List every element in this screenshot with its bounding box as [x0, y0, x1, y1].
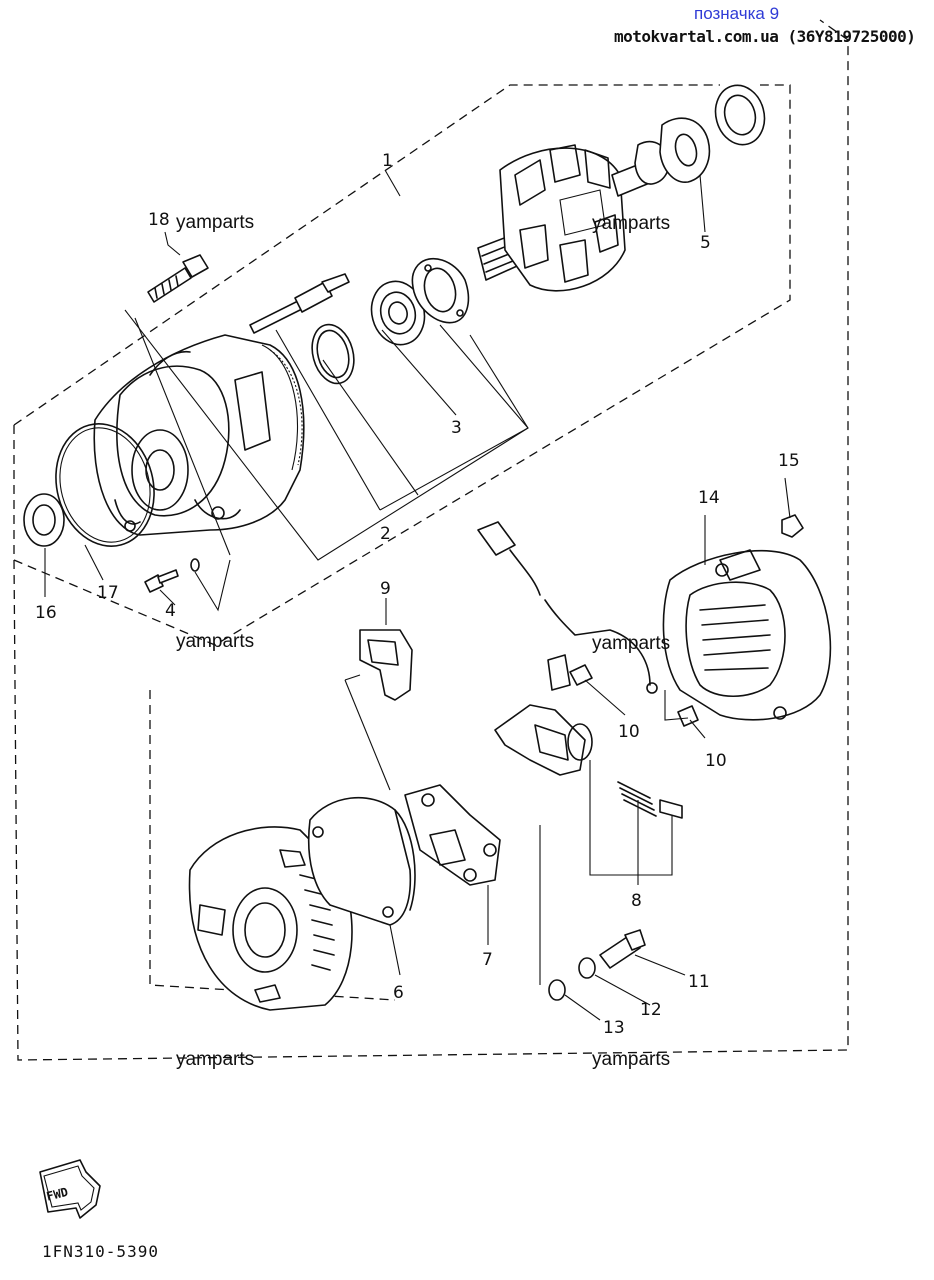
stator-housing — [307, 796, 416, 926]
leader-lines-upper — [44, 169, 706, 612]
callout-13: 13 — [603, 1018, 625, 1038]
callout-4: 4 — [165, 601, 176, 621]
callout-1: 1 — [382, 151, 393, 171]
rotor-seal — [714, 84, 766, 146]
clip-10 — [547, 654, 571, 691]
rear-cover — [188, 826, 353, 1011]
rectifier-7 — [404, 784, 501, 886]
brush-holder-9 — [359, 629, 413, 701]
watermark: yamparts — [592, 213, 671, 234]
watermark: yamparts — [176, 631, 255, 652]
front-housing — [93, 334, 305, 536]
callout-17: 17 — [97, 583, 119, 603]
callout-10b: 10 — [705, 751, 727, 771]
terminal-bracket — [494, 704, 593, 776]
end-cover-14 — [662, 549, 832, 721]
watermark: yamparts — [592, 633, 671, 654]
screw-10b — [677, 705, 699, 727]
callout-11: 11 — [688, 972, 710, 992]
screw-4 — [144, 558, 200, 593]
fwd-label: FWD — [45, 1185, 69, 1204]
callout-2: 2 — [380, 524, 391, 544]
diagram-code: 1FN310-5390 — [42, 1242, 159, 1261]
washer-12 — [578, 957, 596, 979]
leader-lines-lower — [344, 477, 791, 1021]
page-title[interactable]: позначка 9 — [694, 4, 780, 23]
assembly-outline-upper-top — [13, 84, 720, 426]
callout-5: 5 — [700, 233, 711, 253]
callout-10a: 10 — [618, 722, 640, 742]
callout-9: 9 — [380, 579, 391, 599]
watermark: yamparts — [176, 1049, 255, 1070]
assembly-outline-main — [13, 19, 849, 1061]
washer-13 — [548, 979, 566, 1001]
watermark: yamparts — [176, 212, 255, 233]
callout-15: 15 — [778, 451, 800, 471]
callout-6: 6 — [393, 983, 404, 1003]
o-ring-17 — [55, 423, 155, 547]
oil-seal-16 — [23, 493, 65, 547]
nut-15 — [781, 514, 804, 538]
wire-harness — [477, 521, 658, 694]
assembly-outline-upper — [13, 84, 791, 646]
screw-11 — [599, 929, 646, 969]
fwd-arrow-icon: FWD — [39, 1159, 101, 1219]
bolt-18 — [147, 254, 209, 303]
stud-2 — [249, 273, 350, 334]
callout-3: 3 — [451, 418, 462, 438]
screw-10a — [569, 664, 593, 686]
callout-7: 7 — [482, 950, 493, 970]
retainer-plate — [411, 257, 470, 324]
callout-14: 14 — [698, 488, 720, 508]
callout-16: 16 — [35, 603, 57, 623]
shim-ring — [311, 323, 355, 385]
rotor — [477, 117, 711, 292]
callout-8: 8 — [631, 891, 642, 911]
callout-18: 18 — [148, 210, 170, 230]
brush-spring-8 — [617, 781, 683, 819]
callout-12: 12 — [640, 1000, 662, 1020]
source-label: motokvartal.com.ua (36Y819725000) — [614, 27, 916, 46]
watermark: yamparts — [592, 1049, 671, 1070]
